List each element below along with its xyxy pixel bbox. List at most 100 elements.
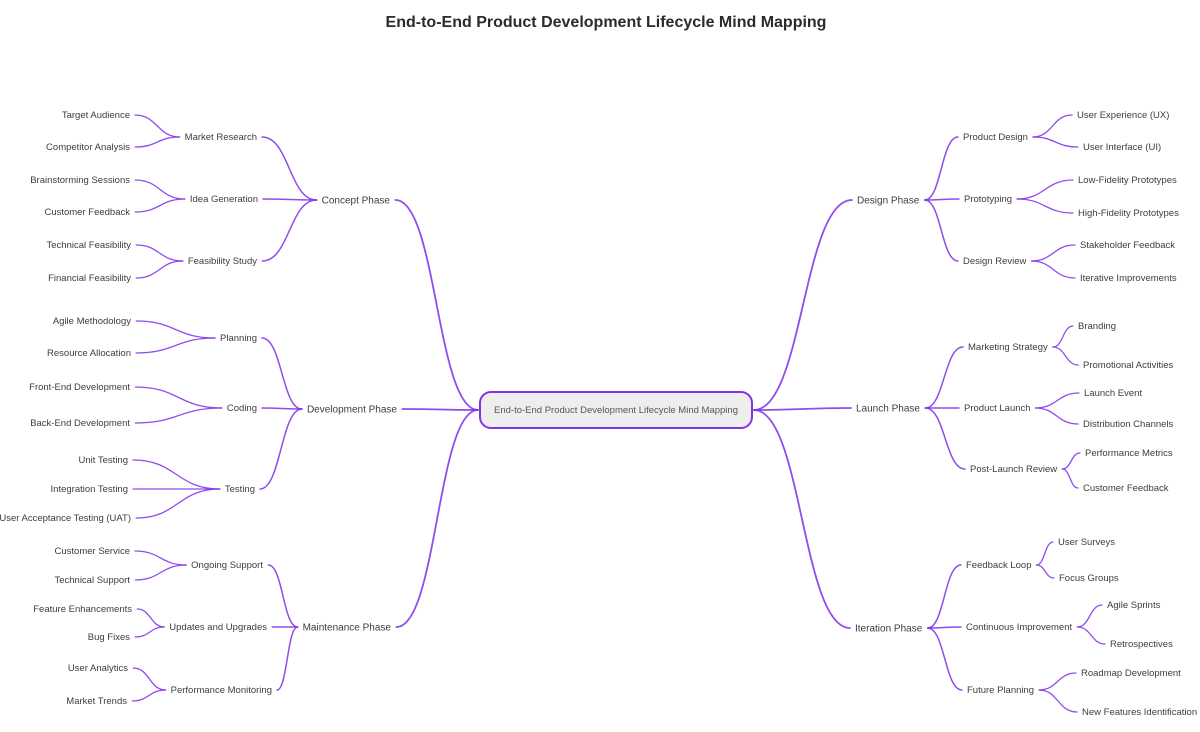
mindmap-link bbox=[132, 667, 167, 691]
mindmap-link bbox=[261, 136, 318, 201]
mindmap-link bbox=[135, 244, 184, 262]
leaf-label: Retrospectives bbox=[1110, 639, 1173, 650]
leaf-label: Brainstorming Sessions bbox=[30, 175, 130, 186]
leaf-label: Technical Support bbox=[54, 575, 130, 586]
mindmap-link bbox=[1030, 260, 1076, 279]
mindmap-link bbox=[395, 409, 479, 628]
topic-label: Future Planning bbox=[967, 685, 1034, 696]
topic-label: Idea Generation bbox=[190, 194, 258, 205]
mindmap-link bbox=[1035, 564, 1055, 579]
mindmap-link bbox=[134, 550, 187, 566]
leaf-label: Low-Fidelity Prototypes bbox=[1078, 175, 1177, 186]
mindmap-link bbox=[131, 689, 167, 702]
phase-label: Design Phase bbox=[857, 195, 920, 206]
leaf-label: High-Fidelity Prototypes bbox=[1078, 208, 1179, 219]
leaf-label: Customer Feedback bbox=[1083, 483, 1169, 494]
mindmap-link bbox=[401, 408, 479, 411]
mindmap-link bbox=[924, 346, 964, 409]
root-node-label: End-to-End Product Development Lifecycle… bbox=[494, 405, 738, 416]
leaf-label: Branding bbox=[1078, 321, 1116, 332]
mindmap-link bbox=[1052, 325, 1074, 348]
leaf-label: User Analytics bbox=[68, 663, 128, 674]
topic-label: Product Design bbox=[963, 132, 1028, 143]
mindmap-link bbox=[753, 407, 852, 411]
topic-label: Ongoing Support bbox=[191, 560, 263, 571]
mindmap-link bbox=[134, 564, 187, 581]
topic-label: Feasibility Study bbox=[188, 256, 257, 267]
mindmap-link bbox=[923, 198, 960, 201]
leaf-label: Integration Testing bbox=[51, 484, 128, 495]
leaf-label: User Surveys bbox=[1058, 537, 1115, 548]
leaf-label: Bug Fixes bbox=[88, 632, 130, 643]
leaf-label: Performance Metrics bbox=[1085, 448, 1173, 459]
mindmap-link bbox=[1034, 407, 1079, 425]
leaf-label: User Experience (UX) bbox=[1077, 110, 1169, 121]
phase-label: Concept Phase bbox=[322, 195, 391, 206]
phase-label: Iteration Phase bbox=[855, 623, 923, 634]
mindmap-link bbox=[132, 459, 221, 490]
leaf-label: Target Audience bbox=[62, 110, 130, 121]
topic-label: Market Research bbox=[185, 132, 257, 143]
mindmap-link bbox=[394, 199, 479, 411]
topic-label: Testing bbox=[225, 484, 255, 495]
mindmap-link bbox=[1052, 346, 1079, 366]
mindmap-link bbox=[134, 407, 223, 424]
mindmap-link bbox=[136, 608, 165, 628]
leaf-label: New Features Identification bbox=[1082, 707, 1197, 718]
mindmap-link bbox=[1016, 179, 1074, 200]
mindmap-link bbox=[1038, 689, 1078, 713]
mindmap-link bbox=[135, 320, 216, 339]
root-node-group: End-to-End Product Development Lifecycle… bbox=[479, 391, 753, 429]
mindmap-link bbox=[1076, 626, 1106, 645]
phase-label: Maintenance Phase bbox=[303, 622, 392, 633]
leaf-label: Customer Feedback bbox=[44, 207, 130, 218]
topic-label: Coding bbox=[227, 403, 257, 414]
leaf-label: Feature Enhancements bbox=[33, 604, 132, 615]
leaf-label: Distribution Channels bbox=[1083, 419, 1174, 430]
phase-label: Development Phase bbox=[307, 404, 397, 415]
topic-label: Marketing Strategy bbox=[968, 342, 1048, 353]
mindmap-link bbox=[923, 199, 959, 262]
leaf-label: Launch Event bbox=[1084, 388, 1142, 399]
label-layer: Concept Phase Market Research Target Audie… bbox=[0, 110, 1197, 718]
mindmap-link bbox=[135, 337, 216, 354]
mindmap-link bbox=[1032, 136, 1079, 148]
mindmap-link bbox=[926, 627, 963, 691]
mindmap-link bbox=[261, 407, 303, 410]
phase-label: Launch Phase bbox=[856, 403, 920, 414]
leaf-label: Agile Methodology bbox=[53, 316, 131, 327]
leaf-label: Technical Feasibility bbox=[47, 240, 132, 251]
root-node bbox=[479, 391, 753, 429]
mindmap-link bbox=[134, 114, 181, 138]
mindmap-link bbox=[753, 409, 851, 629]
leaf-label: Iterative Improvements bbox=[1080, 273, 1177, 284]
topic-label: Continuous Improvement bbox=[966, 622, 1072, 633]
mindmap-link bbox=[924, 407, 966, 470]
mindmap-link bbox=[926, 564, 962, 629]
mindmap-link bbox=[135, 488, 221, 519]
leaf-label: Market Trends bbox=[66, 696, 127, 707]
topic-label: Design Review bbox=[963, 256, 1026, 267]
mindmap-link bbox=[1030, 244, 1076, 262]
diagram-title: End-to-End Product Development Lifecycle… bbox=[386, 14, 827, 31]
mindmap-link bbox=[1076, 604, 1103, 628]
topic-label: Post-Launch Review bbox=[970, 464, 1057, 475]
mindmap-link bbox=[259, 408, 303, 490]
topic-label: Updates and Upgrades bbox=[169, 622, 267, 633]
mindmap-link bbox=[135, 260, 184, 279]
topic-label: Planning bbox=[220, 333, 257, 344]
mindmap-link bbox=[261, 199, 318, 262]
leaf-label: User Acceptance Testing (UAT) bbox=[0, 513, 131, 524]
mindmap-link bbox=[134, 386, 223, 409]
mindmap-link bbox=[1032, 114, 1073, 138]
mindmap-link bbox=[276, 626, 299, 691]
mindmap-link bbox=[1061, 452, 1081, 470]
leaf-label: Unit Testing bbox=[79, 455, 128, 466]
leaf-label: Roadmap Development bbox=[1081, 668, 1181, 679]
mindmap-link bbox=[926, 626, 962, 629]
topic-label: Product Launch bbox=[964, 403, 1031, 414]
leaf-label: Financial Feasibility bbox=[48, 273, 131, 284]
topic-label: Feedback Loop bbox=[966, 560, 1032, 571]
leaf-label: Resource Allocation bbox=[47, 348, 131, 359]
